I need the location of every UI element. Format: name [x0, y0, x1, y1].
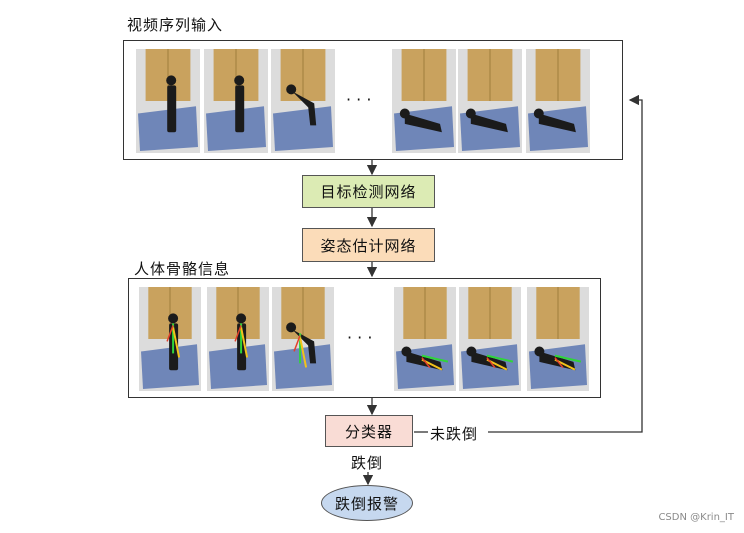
skeleton-frames-box: · · · [128, 278, 601, 398]
watermark: CSDN @Krin_IT [658, 512, 734, 523]
video-frame-4 [458, 49, 522, 153]
video-frame-0 [136, 49, 200, 153]
detection-network-node: 目标检测网络 [302, 175, 435, 208]
video-frame-5 [527, 287, 589, 391]
input-frames-box: · · · [123, 40, 623, 160]
skeleton-frames-art: · · · [139, 287, 589, 391]
fall-label: 跌倒 [351, 454, 384, 472]
feedback-loop-line [488, 94, 643, 433]
video-frame-4 [459, 287, 521, 391]
video-frame-5 [526, 49, 590, 153]
video-frame-3 [394, 287, 456, 391]
pose-estimation-node: 姿态估计网络 [302, 228, 435, 262]
fall-alarm-node: 跌倒报警 [321, 485, 413, 521]
video-frame-1 [207, 287, 269, 391]
frames-ellipsis: · · · [346, 90, 371, 109]
classifier-node: 分类器 [325, 415, 413, 447]
video-frame-0 [139, 287, 201, 391]
video-frame-3 [392, 49, 456, 153]
frames-ellipsis: · · · [347, 328, 372, 347]
skeleton-label: 人体骨骼信息 [134, 260, 231, 278]
video-frame-2 [271, 49, 335, 153]
not-fall-label: 未跌倒 [430, 425, 479, 443]
input-label: 视频序列输入 [127, 16, 224, 34]
input-frames-art: · · · [136, 49, 590, 153]
video-frame-1 [204, 49, 268, 153]
video-frame-2 [272, 287, 334, 391]
